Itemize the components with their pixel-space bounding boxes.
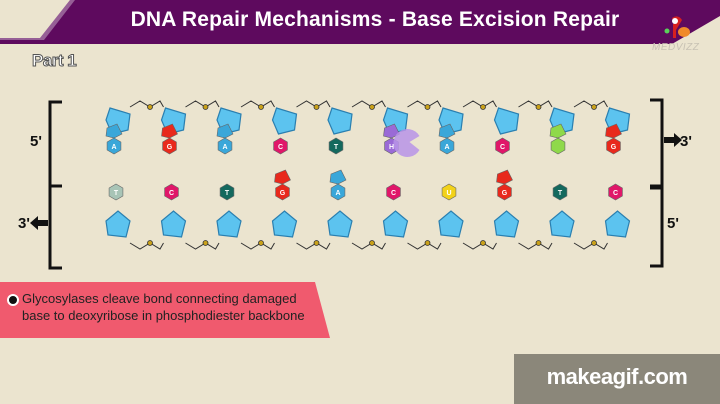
phosphate-icon [147, 240, 153, 246]
phosphate-icon [424, 104, 431, 110]
bottom-base-u-letter: U [446, 190, 451, 197]
top-base-c-letter: C [278, 144, 283, 151]
bottom-base-t-letter: T [558, 190, 563, 197]
phosphate-icon [591, 240, 597, 246]
deoxyribose-sugar-icon [160, 210, 187, 238]
top-strand-left-label: 5' [30, 133, 42, 150]
deoxyribose-sugar-icon [549, 210, 575, 238]
bottom-base-g-ring-icon [274, 169, 291, 185]
top-base-a-icon [439, 137, 455, 155]
deoxyribose-sugar-icon [216, 210, 242, 238]
glycosylase-enzyme-icon [393, 129, 420, 157]
phosphate-icon [480, 104, 486, 110]
bottom-base-c-icon [164, 183, 179, 201]
top-base-a-icon [106, 137, 122, 155]
top-base-a-letter: A [222, 144, 227, 151]
page-title: DNA Repair Mechanisms - Base Excision Re… [130, 8, 620, 31]
phosphate-icon [369, 104, 375, 110]
phosphate-icon [313, 240, 320, 246]
bottom-base-a-icon [330, 183, 346, 201]
top-base--ring-icon [549, 123, 567, 139]
deoxyribose-sugar-icon [493, 210, 520, 238]
bottom-base-g-icon [275, 183, 290, 201]
part-label: Part 1 [31, 51, 77, 71]
top-base-g-letter: G [611, 144, 617, 151]
bottom-base-g-letter: G [502, 190, 508, 197]
deoxyribose-sugar-icon [271, 210, 298, 238]
watermark: makeagif.com [514, 354, 720, 404]
bottom-base-t-icon [108, 183, 124, 201]
top-base-c-icon [495, 137, 510, 155]
bottom-base-g-ring-icon [496, 169, 513, 185]
top-base--icon [550, 137, 566, 155]
bottom-base-c-letter: C [391, 190, 396, 197]
deoxyribose-sugar-icon [327, 107, 353, 135]
top-strand-right-label: 3' [680, 133, 692, 150]
caption-text: Glycosylases cleave bond connecting dama… [22, 291, 305, 323]
top-base-t-letter: T [334, 144, 339, 151]
phosphate-icon [369, 240, 375, 246]
top-base-t-icon [328, 137, 344, 155]
deoxyribose-sugar-icon [438, 210, 464, 238]
watermark-text: makeagif.com [546, 364, 688, 389]
phosphate-icon [535, 104, 542, 110]
bullet-icon [7, 294, 19, 306]
top-base-g-icon [606, 137, 621, 155]
medvizz-logo-icon [664, 16, 690, 38]
phosphate-icon [202, 240, 209, 246]
arrow-left-icon [30, 216, 48, 230]
top-base-c-letter: C [500, 144, 505, 151]
deoxyribose-sugar-icon [327, 210, 353, 238]
bottom-base-c-letter: C [169, 190, 174, 197]
bottom-base-a-ring-icon [329, 169, 347, 185]
top-base-a-ring-icon [438, 123, 456, 139]
deoxyribose-sugar-icon [105, 210, 131, 238]
bottom-base-t-letter: T [114, 190, 119, 197]
top-base-g-icon [162, 137, 177, 155]
phosphate-icon [424, 240, 431, 246]
top-right-bracket [650, 98, 664, 188]
top-base-g-ring-icon [605, 123, 622, 139]
bottom-base-u-icon [441, 183, 457, 201]
bottom-base-g-letter: G [280, 190, 286, 197]
logo-text: MEDVIZZ [652, 42, 700, 53]
bottom-strand-left-label: 3' [18, 215, 30, 232]
title-banner [0, 0, 720, 44]
bottom-base-g-icon [497, 183, 512, 201]
phosphate-icon [202, 104, 209, 110]
dna-diagram: A G A C T H A C G T C T G A C U G T C [30, 98, 682, 270]
phosphate-icon [535, 240, 542, 246]
phosphate-icon [480, 240, 486, 246]
deoxyribose-sugar-icon [493, 107, 520, 135]
deoxyribose-sugar-icon [271, 107, 298, 135]
bottom-base-t-icon [552, 183, 568, 201]
top-base-a-icon [217, 137, 233, 155]
bottom-left-bracket [48, 184, 62, 270]
bottom-strand-right-label: 5' [667, 215, 679, 232]
phosphate-icon [258, 240, 264, 246]
caption-box [0, 282, 330, 338]
top-base-c-icon [273, 137, 288, 155]
top-base-g-letter: G [167, 144, 173, 151]
top-base-a-ring-icon [105, 123, 123, 139]
arrow-right-icon [664, 133, 682, 147]
deoxyribose-sugar-icon [382, 210, 409, 238]
bottom-base-t-letter: T [225, 190, 230, 197]
phosphate-icon [591, 104, 597, 110]
top-base-g-ring-icon [161, 123, 178, 139]
phosphate-icon [258, 104, 264, 110]
bottom-right-bracket [650, 186, 664, 268]
deoxyribose-sugar-icon [604, 210, 631, 238]
phosphate-icon [313, 104, 320, 110]
phosphate-icon [147, 104, 153, 110]
bottom-base-c-letter: C [613, 190, 618, 197]
top-base-a-ring-icon [216, 123, 234, 139]
top-base-a-letter: A [111, 144, 116, 151]
bottom-base-t-icon [219, 183, 235, 201]
top-base-h-letter: H [389, 144, 394, 151]
bottom-base-a-letter: A [335, 190, 340, 197]
bottom-base-c-icon [608, 183, 623, 201]
bottom-base-c-icon [386, 183, 401, 201]
top-base-a-letter: A [444, 144, 449, 151]
